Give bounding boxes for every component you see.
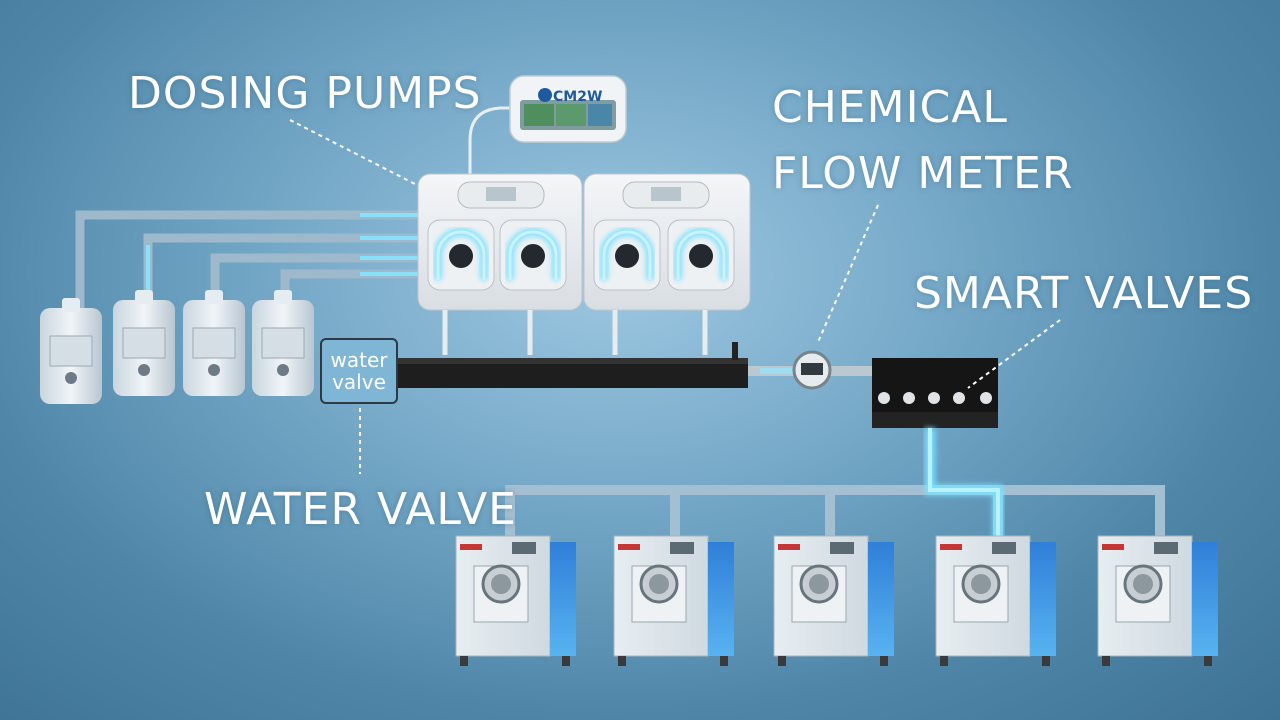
leader-lines — [289, 119, 1061, 474]
water-valve-label: WATER VALVE — [204, 484, 517, 535]
discharge-tubes — [442, 310, 708, 355]
controller-cable — [468, 106, 515, 176]
dosing-pumps-label: DOSING PUMPS — [128, 68, 482, 119]
chemical-containers — [40, 290, 314, 404]
chemical-flow-meter-label-line1: CHEMICAL — [772, 82, 1008, 133]
flow-meter — [792, 350, 832, 390]
water-valve-box-line2: valve — [332, 370, 386, 394]
washing-machines — [455, 535, 1218, 666]
water-valve-box-line1: water — [330, 348, 388, 372]
dosing-pump-units — [417, 173, 751, 311]
smart-valves — [872, 358, 998, 428]
chemical-flow-meter-label-line2: FLOW METER — [772, 148, 1074, 199]
smart-valves-label: SMART VALVES — [914, 268, 1254, 319]
controller-box — [509, 75, 627, 143]
controller-brand-label: CM2W — [553, 89, 603, 105]
manifold — [398, 342, 748, 388]
distribution-pipes — [505, 485, 1165, 540]
active-flow-glow — [925, 428, 1003, 540]
water-valve-box: water valve — [320, 338, 398, 404]
supply-pipe-glow — [146, 213, 420, 295]
